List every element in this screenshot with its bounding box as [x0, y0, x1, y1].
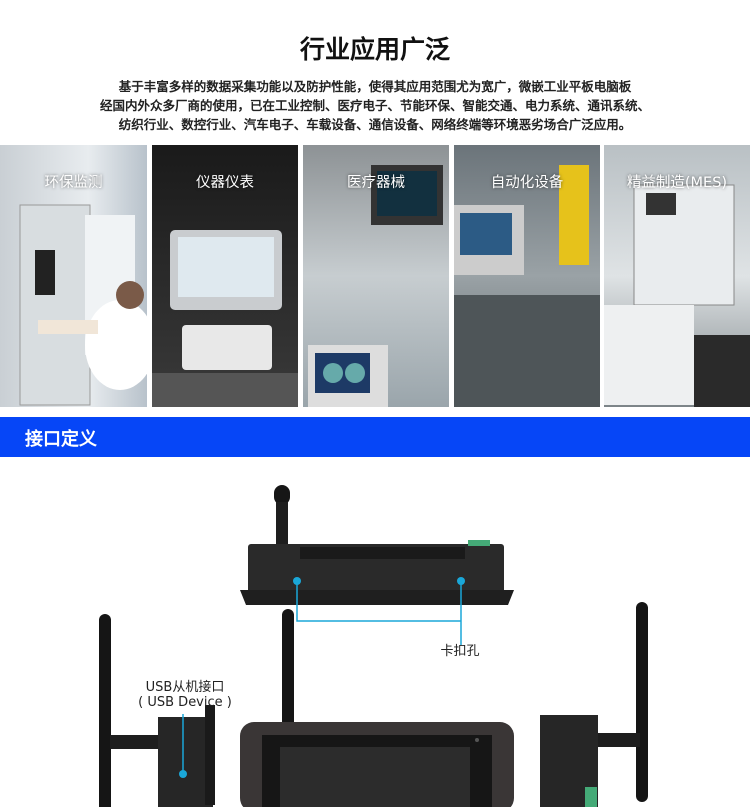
callout-usb-line: ( USB Device ) [138, 695, 232, 710]
application-tile-medical: 医疗器械 [303, 145, 449, 407]
application-label: 医疗器械 [347, 175, 405, 191]
application-tile-environmental: 环保监测 [0, 145, 147, 407]
application-tile-instruments: 仪器仪表 [152, 145, 298, 407]
right-side-device [540, 602, 648, 807]
callout-usb-line: USB从机接口 [145, 680, 225, 695]
desc-line: 基于丰富多样的数据采集功能以及防护性能，使得其应用范围尤为宽广，微嵌工业平板电脑… [118, 79, 632, 94]
application-tile-automation: 自动化设备 [454, 145, 600, 407]
application-tile-mes: 精益制造(MES) [604, 145, 750, 407]
desc-line: 经国内外众多厂商的使用，已在工业控制、医疗电子、节能环保、智能交通、电力系统、通… [99, 98, 650, 113]
callout-usb-device: USB从机接口 ( USB Device ) [130, 676, 240, 710]
application-label: 仪器仪表 [196, 175, 254, 191]
section-title-applications: 行业应用广泛 [299, 35, 450, 64]
applications-description: 基于丰富多样的数据采集功能以及防护性能，使得其应用范围尤为宽广，微嵌工业平板电脑… [0, 77, 750, 134]
front-device [240, 609, 514, 807]
application-label: 精益制造(MES) [626, 175, 728, 191]
application-label: 环保监测 [44, 175, 103, 191]
section-header-interface: 接口定义 [0, 417, 750, 457]
device-interface-diagram [99, 485, 648, 807]
section-title-interface: 接口定义 [25, 429, 97, 450]
desc-line: 纺织行业、数控行业、汽车电子、车载设备、通信设备、网络终端等环境恶劣场合广泛应用… [118, 117, 632, 132]
callout-clip-hole: 卡扣孔 [440, 644, 480, 659]
application-label: 自动化设备 [490, 175, 564, 191]
left-side-device [99, 614, 215, 807]
top-view-device [240, 485, 514, 645]
